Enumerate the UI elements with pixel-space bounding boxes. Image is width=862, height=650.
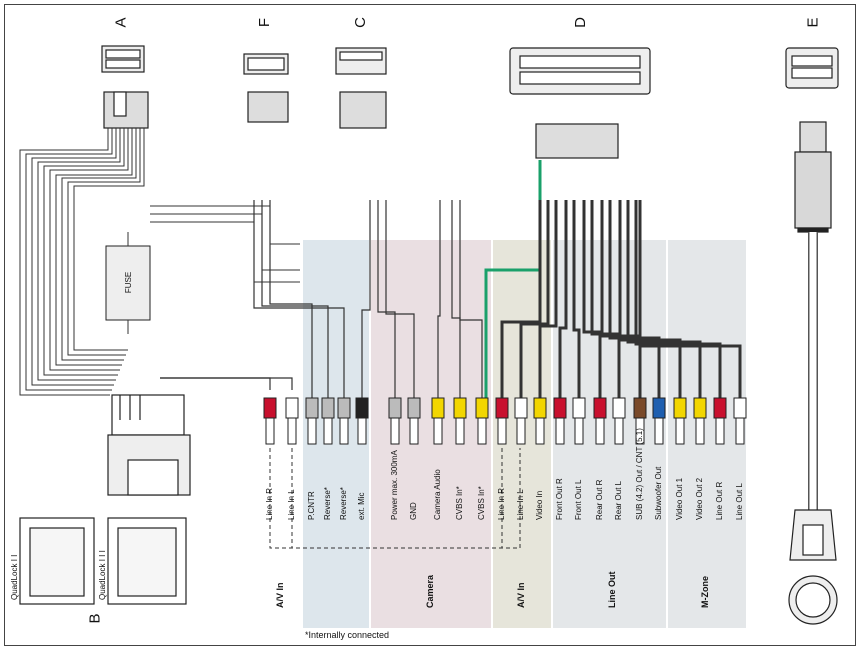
wire-label: Line In R: [497, 487, 506, 520]
wire-label: GND: [409, 502, 418, 520]
wire-label: Front Out R: [555, 478, 564, 520]
wire-label: CVBS In*: [455, 486, 464, 520]
rca-plug: [572, 200, 586, 445]
wire-label: Line In L: [516, 489, 525, 520]
footnote: *Internally connected: [305, 630, 390, 640]
wire-label: Video Out 1: [675, 477, 684, 520]
rca-plug: [431, 200, 445, 445]
rca-plug: [590, 200, 626, 445]
rca-plug: [553, 200, 568, 445]
connector-c: [335, 47, 387, 129]
wire-label: Reverse*: [323, 487, 332, 520]
group-label: A/V In: [275, 582, 285, 608]
wire-label: P.CNTR: [307, 491, 316, 520]
diagram-frame: [4, 4, 856, 646]
internal-connection-lines: [269, 448, 521, 549]
label-connector-d: D: [571, 17, 589, 28]
wire-label: Reverse*: [339, 487, 348, 520]
label-connector-b: B: [86, 613, 104, 624]
wire-label: Subwoofer Out: [654, 466, 663, 520]
rca-plug: [626, 200, 707, 445]
fuse-label: FUSE: [124, 271, 134, 294]
rca-plug: [618, 200, 687, 445]
group-label: Line Out: [607, 571, 617, 609]
rca-plug: [160, 377, 299, 445]
rca-plugs: [160, 200, 747, 445]
rca-plug: [634, 200, 727, 445]
wire-label: Power max. 300mA: [390, 450, 399, 520]
group-label: A/V In: [516, 582, 526, 608]
rca-plug: [495, 200, 542, 445]
wire-label: Line Out L: [735, 483, 744, 520]
connector-a: [101, 45, 149, 129]
rca-plug: [253, 200, 351, 445]
rca-plug: [459, 200, 489, 445]
rca-plug: [261, 200, 335, 445]
rca-plug: [451, 200, 467, 445]
connector-b-plug: [107, 394, 191, 496]
main-harness: [19, 128, 300, 396]
wire-label: SUB (4.2) Out / CNT (5.1): [635, 428, 644, 520]
wire-label: CVBS In*: [477, 486, 486, 520]
rca-plug: [385, 200, 421, 445]
connector-d: [509, 47, 651, 159]
rca-plug: [355, 200, 371, 445]
wire-label: Rear Out L: [614, 480, 623, 520]
label-connector-f: F: [256, 17, 274, 28]
wire-label: Video In: [535, 490, 544, 520]
rca-plug: [269, 200, 319, 445]
group-label: M-Zone: [700, 576, 710, 608]
label-connector-e: E: [804, 17, 822, 28]
wire-label: Line Out R: [715, 481, 724, 520]
wire-label: Camera Audio: [433, 469, 442, 520]
wire-label: Rear Out R: [595, 479, 604, 520]
wire-label: Video Out 2: [695, 477, 704, 520]
rca-plug: [514, 200, 550, 445]
wire-label: ext. Mic: [357, 492, 366, 520]
quadlock-3-label: QuadLock I I I: [98, 550, 107, 600]
quadlock-2-label: QuadLock I I: [10, 554, 19, 600]
quadlock-connectors: [19, 517, 187, 605]
wire-label: Line In R: [265, 487, 274, 520]
rca-plug: [533, 200, 558, 445]
group-label: Camera: [425, 574, 435, 608]
label-connector-a: A: [112, 17, 130, 28]
connector-f: [243, 53, 289, 123]
label-connector-c: C: [351, 17, 369, 28]
wire-label: Line In L: [287, 489, 296, 520]
connector-e: [785, 47, 839, 625]
wire-label: Front Out L: [574, 479, 583, 520]
rca-plug: [638, 200, 747, 445]
panel-camera: [370, 240, 492, 628]
